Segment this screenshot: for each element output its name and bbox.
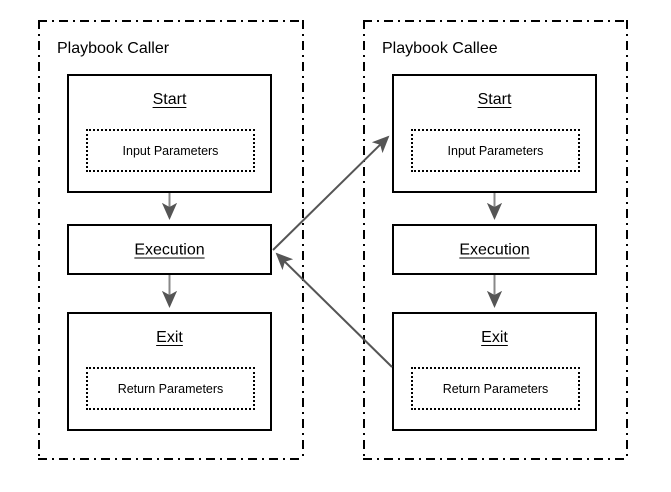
- node-title-caller-start: Start: [152, 91, 187, 108]
- param-box-callee-return: Return Parameters: [411, 367, 580, 410]
- node-caller-execution[interactable]: Execution: [67, 224, 272, 275]
- node-title-callee-execution: Execution: [459, 241, 530, 258]
- param-label-caller-return: Return Parameters: [117, 381, 224, 396]
- swimlane-title-caller: Playbook Caller: [57, 40, 170, 57]
- node-callee-execution[interactable]: Execution: [392, 224, 597, 275]
- param-label-caller-input: Input Parameters: [122, 143, 219, 158]
- swimlane-title-callee: Playbook Callee: [382, 40, 498, 57]
- node-callee-start[interactable]: Start Input Parameters: [392, 74, 597, 193]
- param-box-callee-input: Input Parameters: [411, 129, 580, 172]
- node-title-caller-exit: Exit: [156, 329, 183, 346]
- param-box-caller-return: Return Parameters: [86, 367, 255, 410]
- node-caller-exit[interactable]: Exit Return Parameters: [67, 312, 272, 431]
- node-title-callee-start: Start: [477, 91, 512, 108]
- node-title-callee-exit: Exit: [481, 329, 508, 346]
- node-title-caller-execution: Execution: [134, 241, 205, 258]
- param-box-caller-input: Input Parameters: [86, 129, 255, 172]
- param-label-callee-input: Input Parameters: [447, 143, 544, 158]
- node-caller-start[interactable]: Start Input Parameters: [67, 74, 272, 193]
- node-callee-exit[interactable]: Exit Return Parameters: [392, 312, 597, 431]
- param-label-callee-return: Return Parameters: [442, 381, 549, 396]
